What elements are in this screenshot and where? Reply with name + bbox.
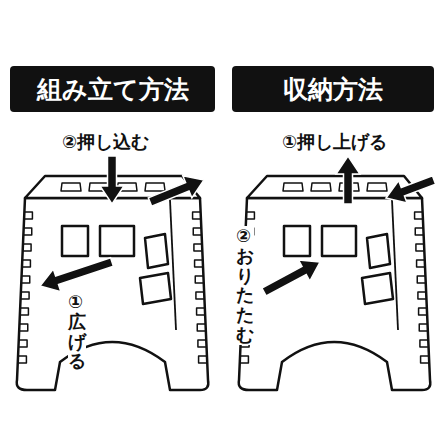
- stool-part: [18, 356, 26, 363]
- stool-part: [23, 244, 31, 251]
- stool-part: [392, 200, 398, 330]
- stool-part: [416, 244, 424, 251]
- stool-part: [22, 260, 30, 267]
- stool-part: [417, 276, 425, 283]
- stool-part: [193, 212, 201, 219]
- stool-part: [197, 308, 205, 315]
- stool-part: [322, 226, 356, 256]
- stool-part: [17, 198, 209, 390]
- stool-part: [419, 324, 427, 331]
- stool-part: [417, 260, 425, 267]
- direction-arrow: [148, 176, 204, 206]
- stool-part: [22, 276, 30, 283]
- direction-arrow: [386, 176, 436, 203]
- header-text: 組み立て方法: [37, 73, 189, 106]
- stool-part: [418, 292, 426, 299]
- stool-part: [19, 340, 27, 347]
- folding-stool: [239, 176, 431, 390]
- stool-part: [140, 273, 171, 304]
- stool-part: [419, 308, 427, 315]
- stool-part: [239, 198, 431, 390]
- stool-part: [196, 292, 204, 299]
- stool-part: [193, 228, 201, 235]
- stool-part: [24, 228, 32, 235]
- stool-part: [367, 234, 390, 268]
- instruction-label: ①押し上げる: [282, 131, 387, 153]
- stool-part: [420, 340, 428, 347]
- stool-part: [415, 228, 423, 235]
- stool-part: [170, 200, 176, 330]
- stool-part: [195, 260, 203, 267]
- stool-part: [362, 273, 393, 304]
- stool-part: [198, 340, 206, 347]
- stool-part: [194, 244, 202, 251]
- stool-part: [283, 183, 303, 191]
- stool-part: [195, 276, 203, 283]
- stool-part: [415, 212, 423, 219]
- instruction-label: ②押し込む: [62, 131, 149, 153]
- folding-stool: [17, 176, 209, 390]
- direction-arrow: [100, 156, 124, 204]
- instruction-label: ②おりたたむ: [236, 226, 254, 345]
- stool-part: [311, 183, 331, 191]
- stool-part: [246, 212, 254, 219]
- stool-part: [421, 356, 429, 363]
- stool-part: [62, 226, 88, 256]
- stool-part: [284, 226, 310, 256]
- stool-part: [100, 226, 134, 256]
- stool-part: [367, 183, 387, 191]
- direction-arrow: [336, 156, 360, 204]
- stool-part: [20, 308, 28, 315]
- stool-part: [61, 183, 81, 191]
- stool-part: [145, 183, 165, 191]
- direction-arrow: [262, 260, 320, 296]
- header-band: 収納方法: [232, 66, 434, 112]
- header-text: 収納方法: [283, 73, 383, 106]
- direction-arrow: [40, 258, 113, 292]
- stool-part: [199, 356, 207, 363]
- stool-part: [240, 356, 248, 363]
- stool-part: [24, 212, 32, 219]
- stool-part: [197, 324, 205, 331]
- stool-part: [21, 292, 29, 299]
- header-band: 組み立て方法: [10, 66, 215, 112]
- stool-part: [20, 324, 28, 331]
- stool-part: [145, 234, 168, 268]
- instruction-label: ①広げる: [68, 292, 86, 371]
